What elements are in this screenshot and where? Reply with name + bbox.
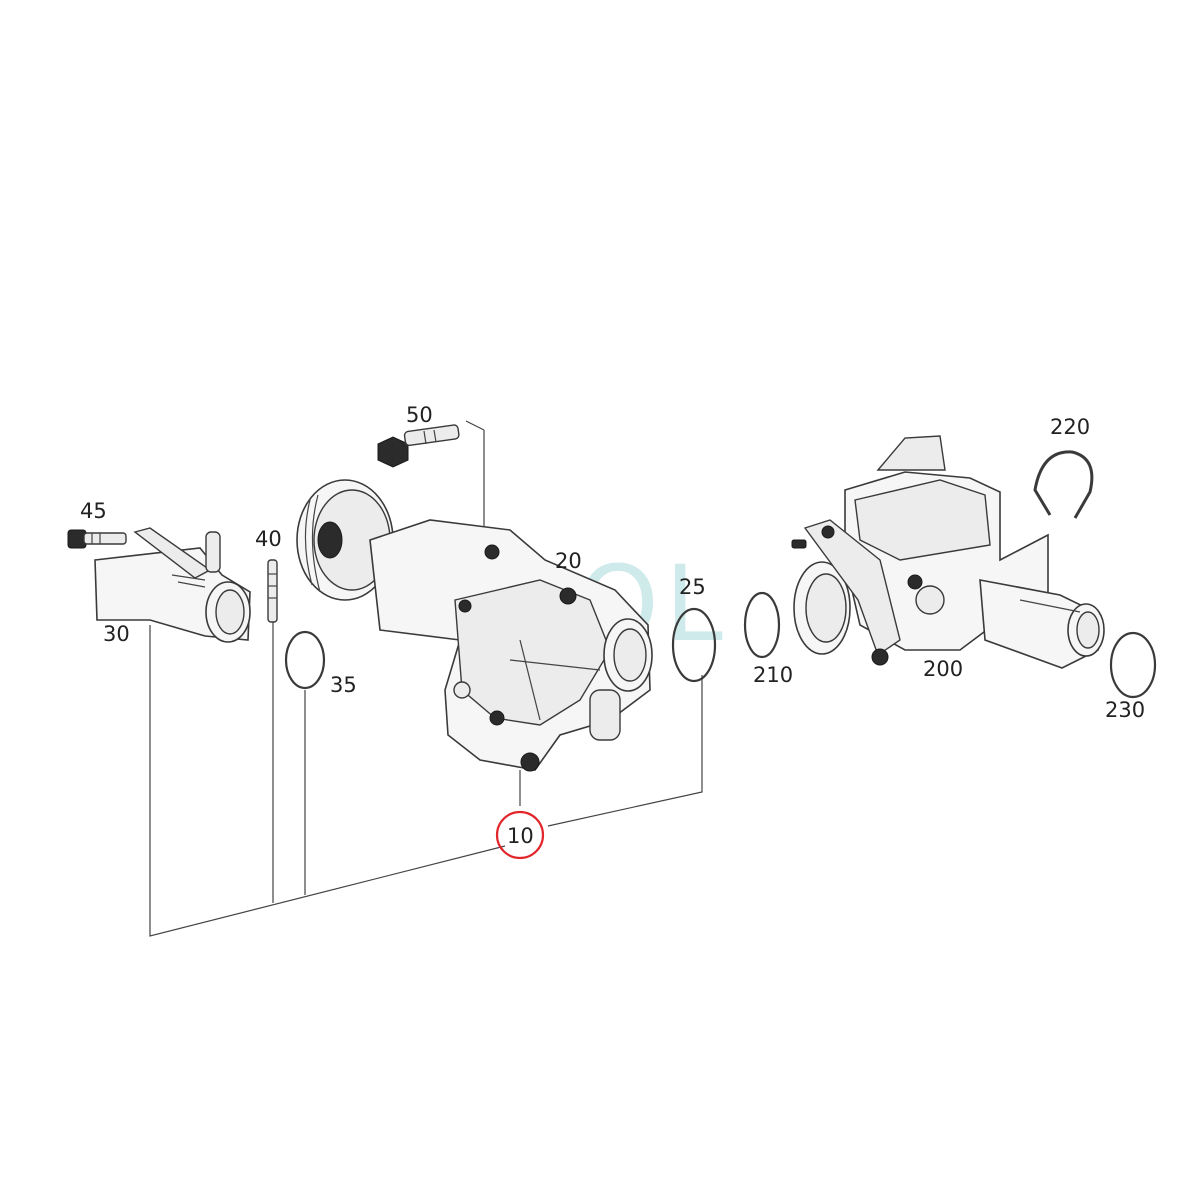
callout-labels: 10 20 25 30 35 40 45 50 200 210 220 230	[80, 403, 1145, 848]
part-200-thermostat-housing	[791, 435, 1105, 669]
part-10-water-pump	[296, 479, 653, 772]
part-210-o-ring	[743, 591, 781, 659]
part-45-bolt	[67, 529, 127, 549]
part-40-pin	[267, 559, 278, 623]
callout-10: 10	[507, 824, 534, 848]
leader-line-25	[547, 675, 703, 827]
callout-20: 20	[555, 549, 582, 573]
callout-30: 30	[103, 622, 130, 646]
callout-220: 220	[1050, 415, 1090, 439]
callout-230: 230	[1105, 698, 1145, 722]
part-220-clip	[1033, 450, 1094, 519]
part-30-coolant-pipe	[94, 527, 251, 643]
part-50-bolt	[377, 424, 460, 468]
callout-50: 50	[406, 403, 433, 427]
part-25-o-ring	[671, 607, 717, 683]
callout-40: 40	[255, 527, 282, 551]
part-230-o-ring	[1109, 631, 1157, 699]
leader-line-50-top	[465, 420, 485, 431]
callout-210: 210	[753, 663, 793, 687]
part-35-o-ring	[284, 630, 326, 690]
leader-lines	[149, 420, 703, 937]
leader-line-30	[149, 625, 506, 937]
callout-25: 25	[679, 575, 706, 599]
callout-35: 35	[330, 673, 357, 697]
callout-200: 200	[923, 657, 963, 681]
callout-45: 45	[80, 499, 107, 523]
highlight-circle-10	[495, 810, 545, 860]
